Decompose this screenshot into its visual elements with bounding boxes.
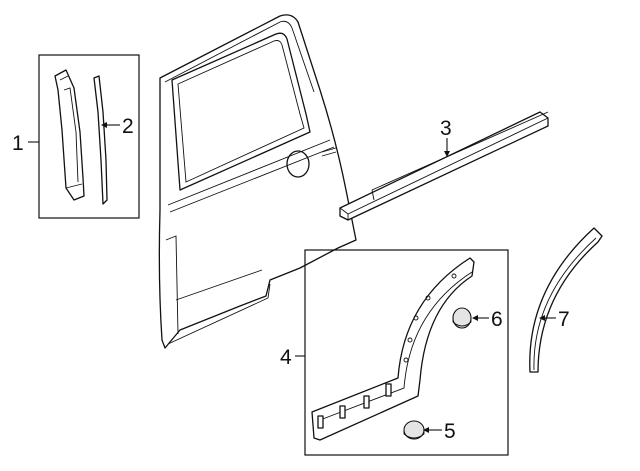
part-4-box — [304, 249, 509, 456]
wheel-molding-part — [311, 257, 475, 441]
callout-6: 6 — [491, 308, 503, 331]
callout-1: 1 — [12, 132, 24, 155]
plug-part-5 — [403, 420, 425, 440]
callout-7: 7 — [558, 308, 570, 331]
parts-1-2-box — [38, 54, 140, 219]
weatherstrip-part — [93, 75, 108, 205]
callout-3: 3 — [440, 117, 452, 140]
applique-part — [54, 69, 85, 201]
plug-part-6 — [452, 307, 472, 329]
callout-2: 2 — [122, 115, 134, 138]
arch-molding-part — [529, 227, 603, 373]
rear-door — [158, 14, 357, 349]
callout-4: 4 — [280, 346, 292, 369]
callout-5: 5 — [444, 420, 456, 443]
belt-molding-part — [339, 111, 549, 221]
